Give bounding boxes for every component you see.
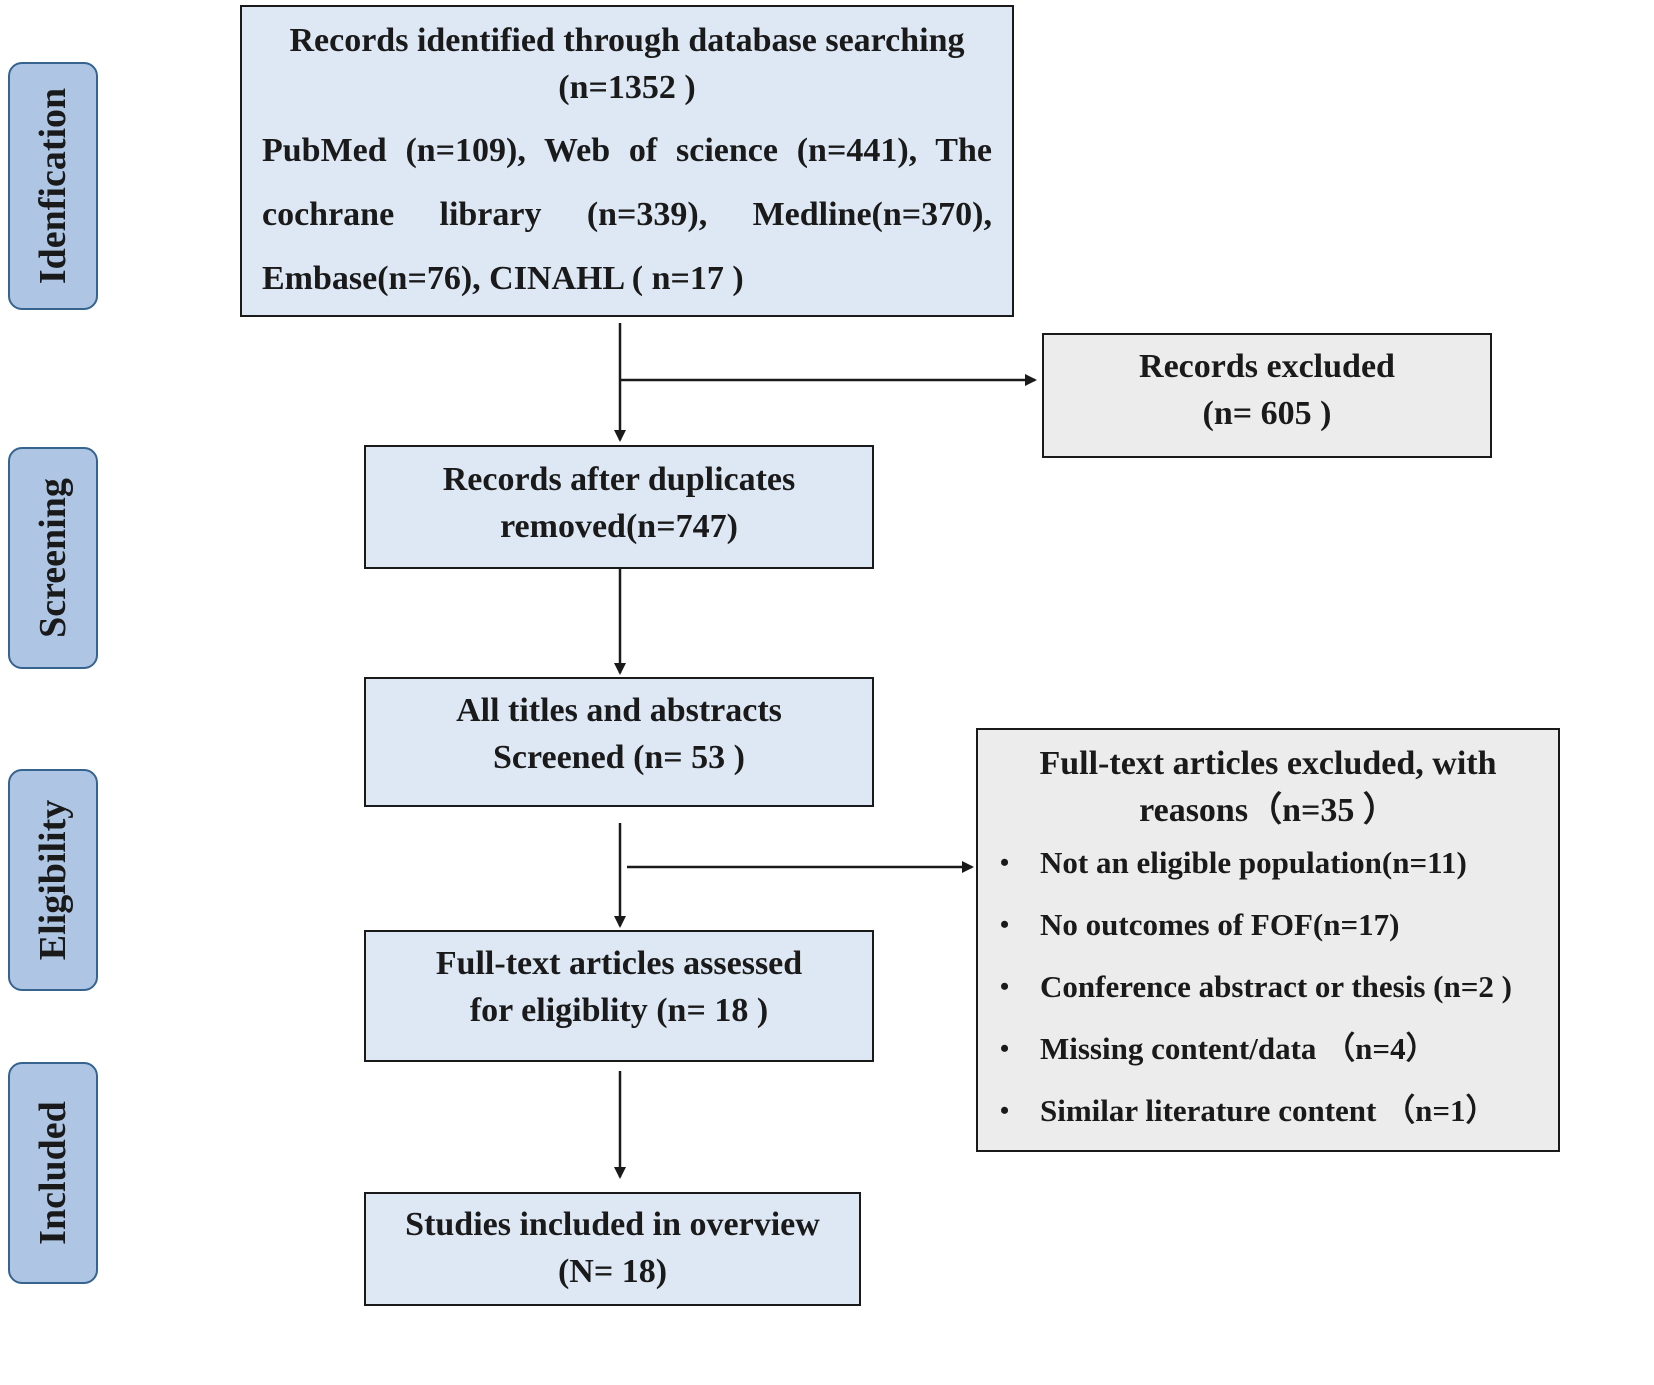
phase-identification: Idenfication: [8, 62, 98, 310]
records-excluded-count: (n= 605 ): [1202, 395, 1332, 432]
records-identified-sources-line1: PubMed (n=109), Web of science (n=441), …: [262, 132, 992, 169]
screened-line2: Screened (n= 53 ): [493, 739, 745, 776]
exclusion-reason: Missing content/data （n=4）: [978, 1018, 1558, 1080]
records-identified-sources-line2: cochrane library (n=339), Medline(n=370)…: [262, 196, 992, 233]
studies-included-box: Studies included in overview (N= 18): [364, 1192, 861, 1306]
exclusion-reason: No outcomes of FOF(n=17): [978, 894, 1558, 956]
records-after-duplicates-box: Records after duplicates removed(n=747): [364, 445, 874, 569]
studies-included-line1: Studies included in overview: [405, 1206, 820, 1243]
phase-screening: Screening: [8, 447, 98, 669]
studies-included-line2: (N= 18): [557, 1253, 668, 1290]
exclusion-reason: Conference abstract or thesis (n=2 ): [978, 956, 1558, 1018]
fulltext-excluded-box: Full-text articles excluded, with reason…: [976, 728, 1560, 1152]
records-identified-box: Records identified through database sear…: [240, 5, 1014, 317]
exclusion-reasons-list: Not an eligible population(n=11) No outc…: [978, 832, 1558, 1142]
exclusion-reason: Similar literature content （n=1）: [978, 1080, 1558, 1142]
records-identified-count: (n=1352 ): [558, 69, 696, 106]
screened-line1: All titles and abstracts: [456, 692, 782, 729]
fulltext-assessed-line2: for eligiblity (n= 18 ): [469, 992, 769, 1029]
fulltext-assessed-box: Full-text articles assessed for eligibli…: [364, 930, 874, 1062]
screened-box: All titles and abstracts Screened (n= 53…: [364, 677, 874, 807]
records-identified-sources-line3: Embase(n=76), CINAHL ( n=17 ): [262, 260, 744, 297]
records-after-duplicates-line2: removed(n=747): [500, 508, 738, 545]
phase-included: Included: [8, 1062, 98, 1284]
records-excluded-title: Records excluded: [1139, 348, 1395, 385]
records-after-duplicates-line1: Records after duplicates: [442, 461, 796, 498]
fulltext-assessed-line1: Full-text articles assessed: [435, 945, 803, 982]
records-excluded-box: Records excluded (n= 605 ): [1042, 333, 1492, 458]
exclusion-reason: Not an eligible population(n=11): [978, 832, 1558, 894]
fulltext-excluded-count: reasons（n=35 ）: [1139, 792, 1397, 829]
records-identified-title: Records identified through database sear…: [289, 22, 965, 59]
fulltext-excluded-title: Full-text articles excluded, with: [1039, 745, 1497, 782]
phase-eligibility: Eligibility: [8, 769, 98, 991]
